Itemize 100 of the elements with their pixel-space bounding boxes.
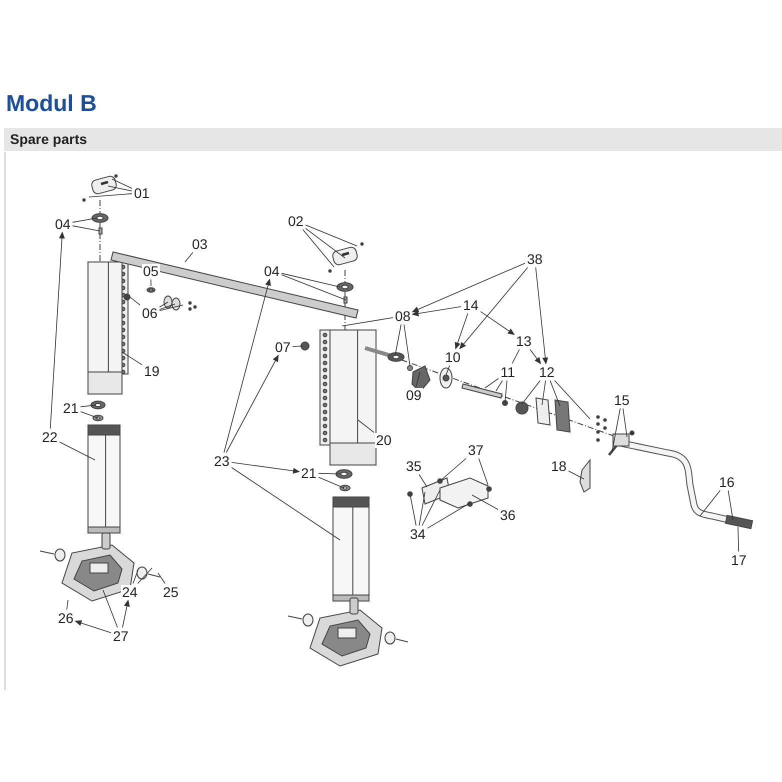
leader-line — [122, 600, 130, 628]
callout-number: 12 — [538, 364, 556, 380]
leader-line — [418, 474, 428, 488]
title: Modul B — [6, 90, 97, 117]
callout-number: 11 — [500, 364, 516, 380]
leader-line — [305, 224, 358, 246]
callout-number: 17 — [730, 552, 748, 568]
leader-line — [504, 380, 508, 402]
leader-line — [80, 404, 96, 408]
callout-number: 09 — [405, 388, 423, 402]
leader-line — [612, 408, 621, 452]
leader-line — [416, 372, 420, 387]
leader-line — [72, 218, 98, 223]
leader-line — [224, 278, 271, 453]
leader-line — [112, 178, 132, 189]
leader-line — [512, 349, 520, 364]
leader-line — [137, 568, 152, 584]
callout-number: 26 — [57, 610, 75, 626]
leader-line — [231, 462, 300, 474]
callout-number: 27 — [112, 628, 130, 644]
leader-line — [59, 442, 96, 460]
leader-line — [568, 470, 584, 480]
callout-number: 14 — [462, 298, 480, 312]
leader-line — [302, 229, 334, 268]
leader-line — [159, 304, 184, 311]
leader-line — [622, 408, 628, 438]
leader-line — [122, 352, 142, 366]
callout-number: 04 — [263, 264, 281, 278]
leader-line — [159, 302, 168, 308]
leader-line — [132, 570, 138, 584]
leader-line — [72, 225, 100, 232]
callout-number: 13 — [515, 334, 533, 348]
leader-line — [226, 354, 279, 453]
leader-line — [184, 252, 194, 262]
callout-number: 06 — [141, 306, 159, 320]
leader-line — [50, 232, 65, 429]
callout-number: 19 — [143, 364, 161, 378]
leader-line — [159, 304, 176, 310]
callout-number: 35 — [405, 458, 423, 474]
leader-line — [281, 272, 340, 288]
callout-number: 21 — [300, 466, 318, 480]
leader-line — [74, 620, 112, 634]
leader-line — [446, 365, 450, 376]
callout-number: 21 — [62, 400, 80, 416]
leader-line — [108, 186, 132, 192]
callout-number: 10 — [444, 350, 462, 364]
leader-line — [554, 380, 590, 420]
leader-line — [472, 494, 498, 510]
leader-line — [318, 476, 344, 488]
leader-line — [404, 324, 410, 366]
callout-number: 02 — [287, 214, 305, 228]
leader-line — [158, 572, 166, 584]
callout-number: 16 — [718, 474, 736, 490]
leader-line — [728, 490, 734, 520]
leader-line — [130, 296, 140, 306]
callout-number: 03 — [191, 236, 209, 252]
leader-line — [394, 324, 402, 356]
leader-line — [418, 492, 426, 526]
leader-line — [484, 378, 499, 388]
leader-line — [478, 458, 488, 486]
leader-line — [410, 494, 416, 526]
leader-line — [231, 467, 340, 540]
callout-number: 18 — [550, 458, 568, 474]
leader-line — [342, 317, 394, 326]
callout-number: 25 — [162, 584, 180, 600]
leader-line — [88, 193, 132, 198]
leader-line — [440, 458, 466, 482]
leader-line — [522, 380, 541, 404]
callout-number: 23 — [213, 454, 231, 468]
section-heading: Spare parts — [4, 128, 782, 151]
callout-number: 04 — [54, 216, 72, 232]
leader-line — [358, 420, 374, 433]
leader-line — [412, 306, 462, 316]
leader-line — [738, 526, 739, 552]
callout-number: 24 — [121, 584, 139, 600]
callout-number: 34 — [409, 526, 427, 542]
leader-line — [281, 274, 346, 300]
leader-line — [305, 228, 346, 258]
leader-line — [292, 346, 304, 347]
leader-line — [535, 267, 548, 364]
leader-line — [496, 380, 503, 392]
callout-number: 20 — [375, 432, 393, 448]
leader-line — [150, 279, 152, 286]
leader-line — [66, 600, 68, 610]
leader-line — [459, 267, 528, 350]
leader-line — [427, 502, 470, 529]
callout-number: 36 — [499, 508, 517, 522]
leader-line — [480, 311, 515, 335]
leader-line — [550, 380, 560, 406]
leader-line — [530, 349, 542, 364]
leader-line — [542, 380, 546, 406]
leader-line — [102, 590, 118, 628]
leader-line — [422, 490, 440, 526]
leader-line — [412, 262, 526, 312]
callout-number: 22 — [41, 430, 59, 444]
callout-number: 05 — [142, 264, 160, 278]
callout-number: 15 — [613, 392, 631, 408]
leader-line — [80, 411, 98, 418]
callout-number: 38 — [526, 252, 544, 266]
leader-line — [700, 490, 720, 516]
